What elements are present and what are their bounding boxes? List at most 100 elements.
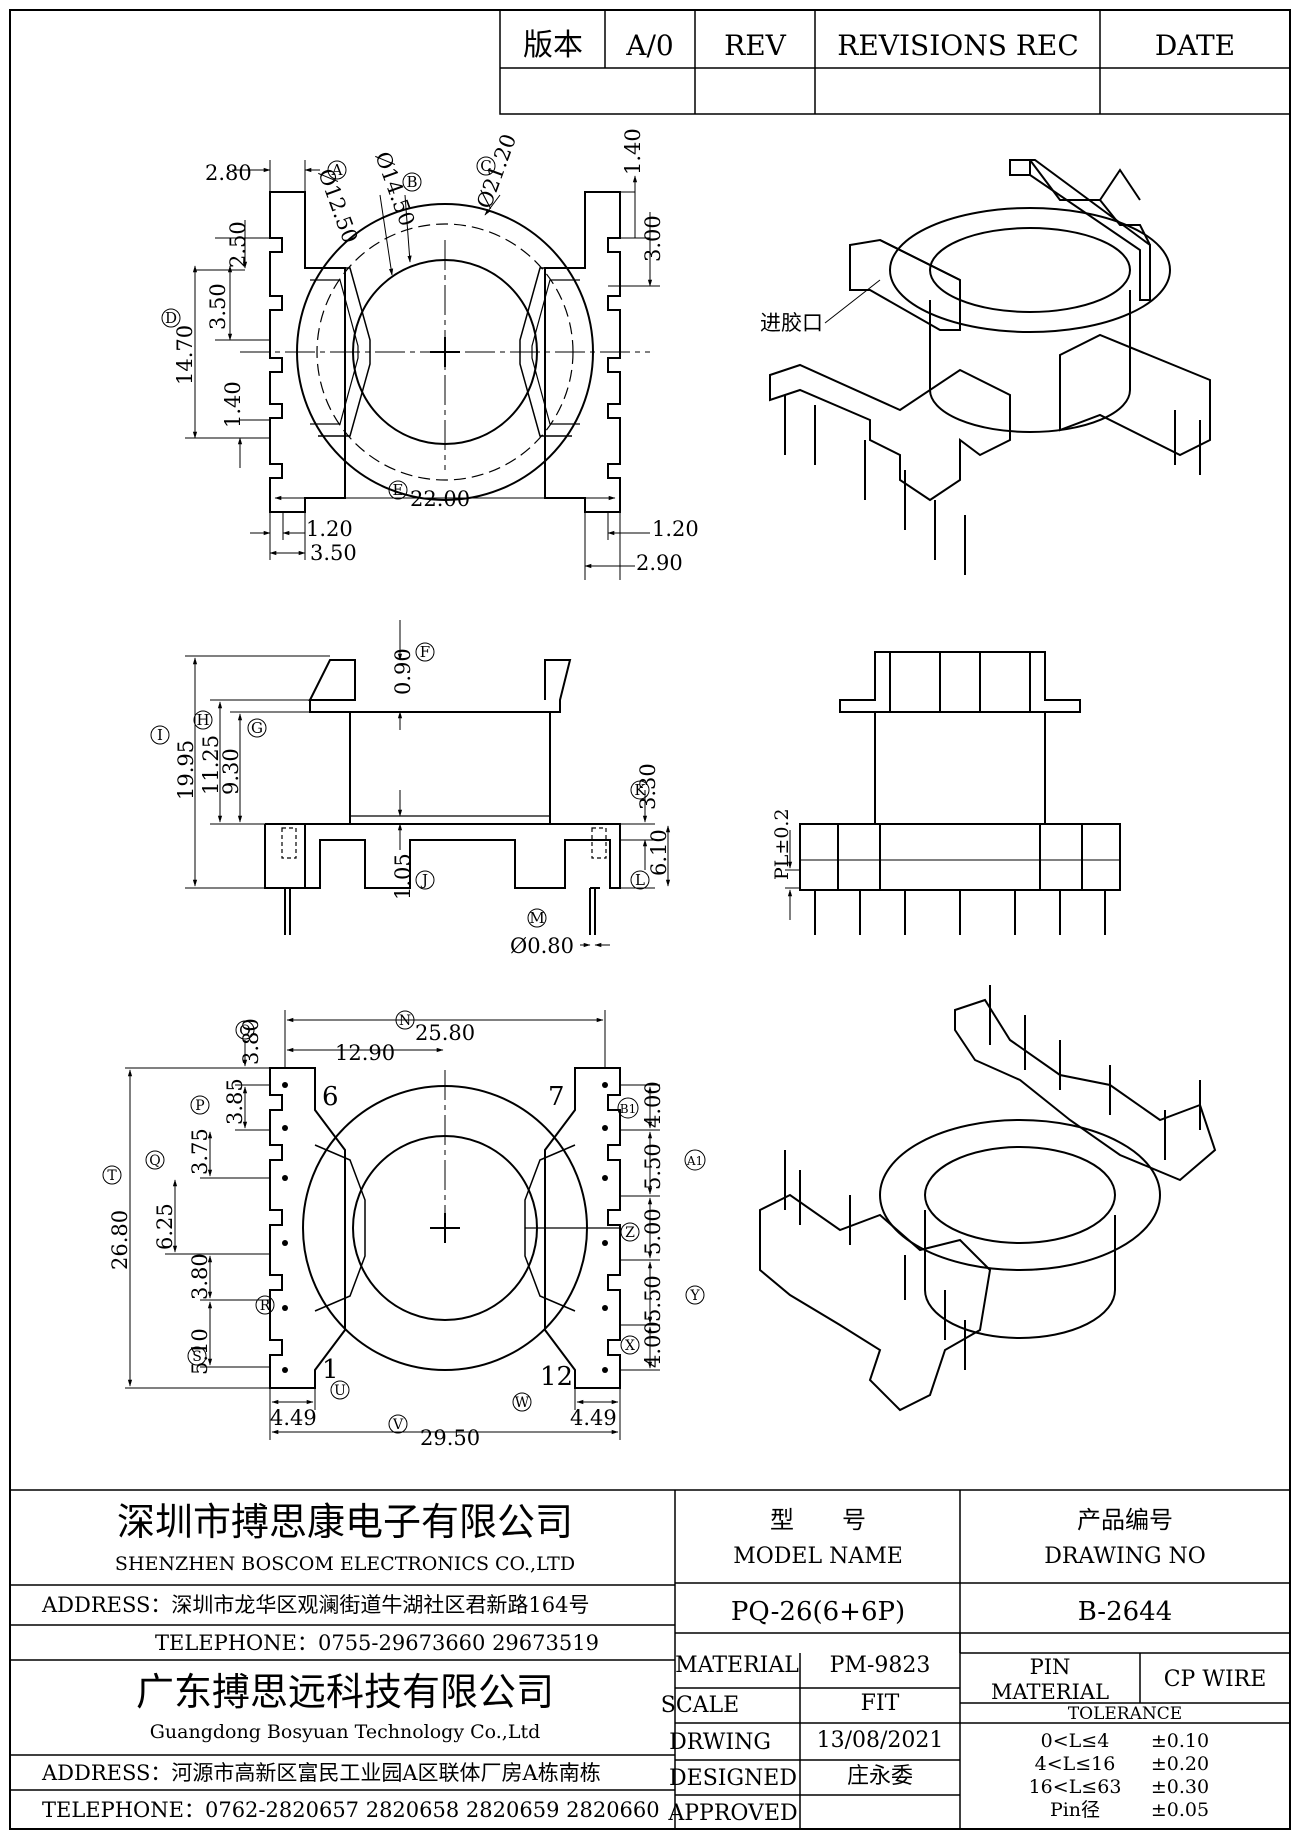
designed-label: DESIGNED bbox=[669, 1766, 797, 1791]
company1-en: SHENZHEN BOSCOM ELECTRONICS CO.,LTD bbox=[115, 1553, 575, 1575]
bottom-view-dim-labels: 25.80 12.90 3.80 3.85 3.75 6.25 26.80 3.… bbox=[108, 1018, 665, 1450]
svg-text:5.10: 5.10 bbox=[188, 1328, 212, 1375]
svg-text:S: S bbox=[192, 1349, 202, 1365]
svg-text:22.00: 22.00 bbox=[410, 487, 470, 511]
tolerance-range: 4<L≤16 bbox=[1035, 1753, 1116, 1775]
svg-text:C: C bbox=[480, 157, 491, 175]
bottom-view-pin-numbers: 6 7 1 12 bbox=[322, 1082, 573, 1392]
svg-text:25.80: 25.80 bbox=[415, 1021, 475, 1045]
svg-text:L: L bbox=[635, 871, 645, 889]
bottom-view-balloons: O N P Q T R S U V W B1 A1 Z Y X bbox=[102, 1010, 706, 1434]
svg-text:7: 7 bbox=[548, 1082, 565, 1112]
drawing-date-value: 13/08/2021 bbox=[817, 1728, 944, 1753]
scale-label: SCALE bbox=[661, 1693, 739, 1718]
drawing-date-label: DRWING bbox=[669, 1730, 771, 1755]
top-view-centerlines bbox=[240, 240, 650, 470]
side-view-pl: PL±0.2 bbox=[771, 808, 793, 880]
iso-view-bottom bbox=[759, 985, 1217, 1412]
side-view-dimensions bbox=[785, 830, 800, 920]
svg-text:A1: A1 bbox=[686, 1154, 703, 1168]
svg-text:12: 12 bbox=[540, 1362, 573, 1392]
svg-text:3.80: 3.80 bbox=[188, 1253, 212, 1300]
tolerance-range: Pin径 bbox=[1050, 1799, 1100, 1821]
svg-text:K: K bbox=[634, 781, 646, 799]
front-view-dim-labels: 0.90 19.95 11.25 9.30 3.30 6.10 1.05 Ø0.… bbox=[174, 648, 671, 958]
svg-text:H: H bbox=[196, 711, 209, 729]
company1-cn: 深圳市搏思康电子有限公司 bbox=[117, 1500, 573, 1544]
side-view bbox=[799, 651, 1121, 935]
svg-text:3.50: 3.50 bbox=[310, 541, 357, 565]
bottom-view-dimensions bbox=[125, 1010, 660, 1440]
svg-text:5.50: 5.50 bbox=[641, 1275, 665, 1322]
svg-text:4.49: 4.49 bbox=[570, 1406, 617, 1430]
svg-text:G: G bbox=[251, 719, 263, 737]
model-value: PQ-26(6+6P) bbox=[731, 1597, 905, 1627]
svg-text:6.25: 6.25 bbox=[153, 1203, 177, 1250]
svg-text:4.00: 4.00 bbox=[641, 1321, 665, 1368]
svg-text:Z: Z bbox=[625, 1225, 635, 1241]
telephone2: TELEPHONE：0762-2820657 2820658 2820659 2… bbox=[42, 1798, 660, 1822]
svg-text:5.00: 5.00 bbox=[641, 1208, 665, 1255]
svg-text:V: V bbox=[392, 1417, 404, 1433]
address1: ADDRESS：深圳市龙华区观澜街道牛湖社区君新路164号 bbox=[41, 1593, 589, 1617]
svg-text:14.70: 14.70 bbox=[173, 325, 197, 385]
svg-text:26.80: 26.80 bbox=[108, 1210, 132, 1270]
svg-text:Y: Y bbox=[689, 1288, 700, 1304]
drawing-label-cn: 产品编号 bbox=[1077, 1506, 1173, 1534]
svg-text:B: B bbox=[406, 173, 417, 191]
svg-text:4.49: 4.49 bbox=[270, 1406, 317, 1430]
svg-text:1.20: 1.20 bbox=[652, 517, 699, 541]
svg-text:3.75: 3.75 bbox=[188, 1128, 212, 1175]
gate-label: 进胶口 bbox=[760, 311, 823, 335]
svg-text:5.50: 5.50 bbox=[641, 1143, 665, 1190]
svg-text:1.40: 1.40 bbox=[621, 128, 645, 175]
tolerance-value: ±0.20 bbox=[1151, 1753, 1209, 1775]
tolerance-range: 0<L≤4 bbox=[1041, 1730, 1110, 1752]
version-value: A/0 bbox=[625, 29, 673, 62]
svg-text:M: M bbox=[529, 909, 544, 927]
material-label: MATERIAL bbox=[675, 1653, 799, 1678]
svg-text:Ø0.80: Ø0.80 bbox=[510, 934, 574, 958]
revisions-rec-label: REVISIONS REC bbox=[837, 29, 1079, 62]
svg-text:J: J bbox=[420, 871, 428, 889]
bottom-view-pin-dots bbox=[282, 1082, 608, 1373]
telephone1: TELEPHONE：0755-29673660 29673519 bbox=[155, 1631, 599, 1655]
svg-text:X: X bbox=[625, 1338, 635, 1354]
bottom-view-centerlines bbox=[430, 1070, 460, 1243]
svg-text:1.05: 1.05 bbox=[391, 853, 415, 900]
scale-value: FIT bbox=[861, 1691, 900, 1716]
pin-material-label-2: MATERIAL bbox=[991, 1680, 1109, 1704]
drawing-value: B-2644 bbox=[1078, 1597, 1173, 1627]
address2: ADDRESS：河源市高新区富民工业园A区联体厂房A栋南栋 bbox=[41, 1761, 601, 1785]
svg-text:1: 1 bbox=[322, 1355, 339, 1385]
front-view-balloons: F I H G K L J M bbox=[150, 642, 650, 928]
svg-text:O: O bbox=[239, 1023, 250, 1039]
tolerance-value: ±0.30 bbox=[1151, 1776, 1209, 1798]
iso-view-top bbox=[769, 159, 1211, 575]
svg-text:1.40: 1.40 bbox=[221, 381, 245, 428]
svg-text:B1: B1 bbox=[620, 1102, 636, 1116]
svg-text:0.90: 0.90 bbox=[391, 648, 415, 695]
svg-text:W: W bbox=[515, 1395, 530, 1411]
date-label: DATE bbox=[1155, 29, 1235, 62]
svg-text:1.20: 1.20 bbox=[306, 517, 353, 541]
designed-value: 庄永委 bbox=[847, 1764, 913, 1789]
front-view bbox=[264, 659, 621, 935]
svg-text:4.00: 4.00 bbox=[641, 1081, 665, 1128]
tolerance-range: 16<L≤63 bbox=[1029, 1776, 1122, 1798]
svg-text:19.95: 19.95 bbox=[174, 740, 198, 800]
svg-text:2.90: 2.90 bbox=[636, 551, 683, 575]
svg-text:Q: Q bbox=[149, 1153, 160, 1169]
svg-text:6: 6 bbox=[322, 1082, 339, 1112]
svg-text:9.30: 9.30 bbox=[219, 748, 243, 795]
title-block-grid bbox=[10, 1489, 1290, 1829]
material-value: PM-9823 bbox=[830, 1653, 931, 1678]
svg-text:11.25: 11.25 bbox=[199, 735, 223, 795]
svg-text:N: N bbox=[399, 1013, 411, 1029]
approved-label: APPROVED bbox=[667, 1801, 797, 1826]
tolerance-table: 0<L≤4 ±0.10 4<L≤16 ±0.20 16<L≤63 ±0.30 P… bbox=[1029, 1730, 1210, 1821]
svg-text:29.50: 29.50 bbox=[420, 1426, 480, 1450]
version-label: 版本 bbox=[523, 28, 583, 63]
svg-text:D: D bbox=[165, 309, 177, 327]
svg-text:3.50: 3.50 bbox=[206, 283, 230, 330]
